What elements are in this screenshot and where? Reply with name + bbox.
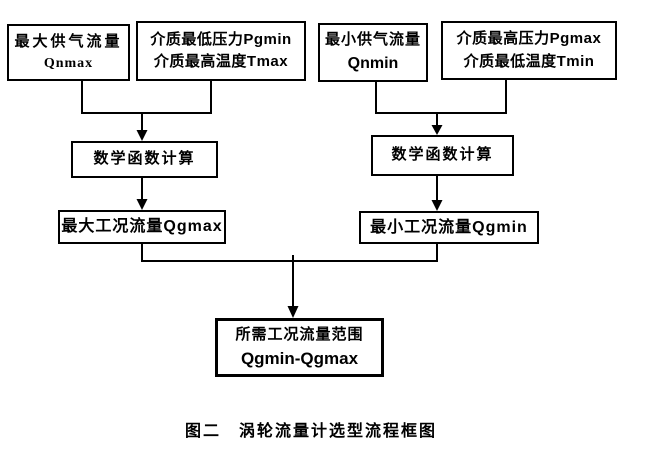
node-max-temp-label: 介质最高温度Tmax bbox=[153, 53, 289, 70]
arrowhead-right-calc bbox=[431, 125, 443, 135]
node-math-calc-left-label: 数学函数计算 bbox=[93, 150, 196, 168]
node-min-supply-flow-symbol: Qnmin bbox=[347, 54, 399, 72]
node-max-supply-flow-label: 最大供气流量 bbox=[14, 32, 123, 50]
arrowhead-qgmin bbox=[431, 200, 443, 211]
node-max-pressure-min-temp: 介质最高压力Pgmax 介质最低温度Tmin bbox=[441, 21, 617, 80]
node-max-working-flow: 最大工况流量Qgmax bbox=[58, 210, 226, 244]
node-max-supply-flow: 最大供气流量 Qnmax bbox=[7, 24, 130, 81]
node-required-flow-range: 所需工况流量范围 Qgmin-Qgmax bbox=[215, 318, 384, 377]
node-min-pressure-max-temp: 介质最低压力Pgmin 介质最高温度Tmax bbox=[136, 21, 306, 81]
node-math-calc-left: 数学函数计算 bbox=[71, 141, 218, 178]
arrowhead-left-calc bbox=[136, 130, 148, 141]
node-required-flow-range-label: 所需工况流量范围 bbox=[235, 325, 364, 343]
node-min-working-flow-label: 最小工况流量Qgmin bbox=[370, 218, 528, 236]
node-min-supply-flow: 最小供气流量 Qnmin bbox=[318, 23, 428, 82]
node-min-supply-flow-label: 最小供气流量 bbox=[324, 31, 421, 49]
node-math-calc-right: 数学函数计算 bbox=[371, 135, 514, 176]
node-math-calc-right-label: 数学函数计算 bbox=[391, 146, 494, 164]
node-max-supply-flow-symbol: Qnmax bbox=[43, 56, 94, 72]
node-min-pressure-label: 介质最低压力Pgmin bbox=[150, 30, 292, 48]
arrowhead-result bbox=[287, 306, 299, 318]
node-min-temp-label: 介质最低温度Tmin bbox=[463, 52, 595, 70]
figure-caption: 图二 涡轮流量计选型流程框图 bbox=[184, 423, 437, 440]
node-required-flow-range-value: Qgmin-Qgmax bbox=[240, 349, 359, 368]
arrowhead-qgmax bbox=[136, 199, 148, 210]
node-max-working-flow-label: 最大工况流量Qgmax bbox=[61, 218, 223, 235]
node-min-working-flow: 最小工况流量Qgmin bbox=[359, 211, 539, 244]
node-max-pressure-label: 介质最高压力Pgmax bbox=[456, 30, 602, 47]
